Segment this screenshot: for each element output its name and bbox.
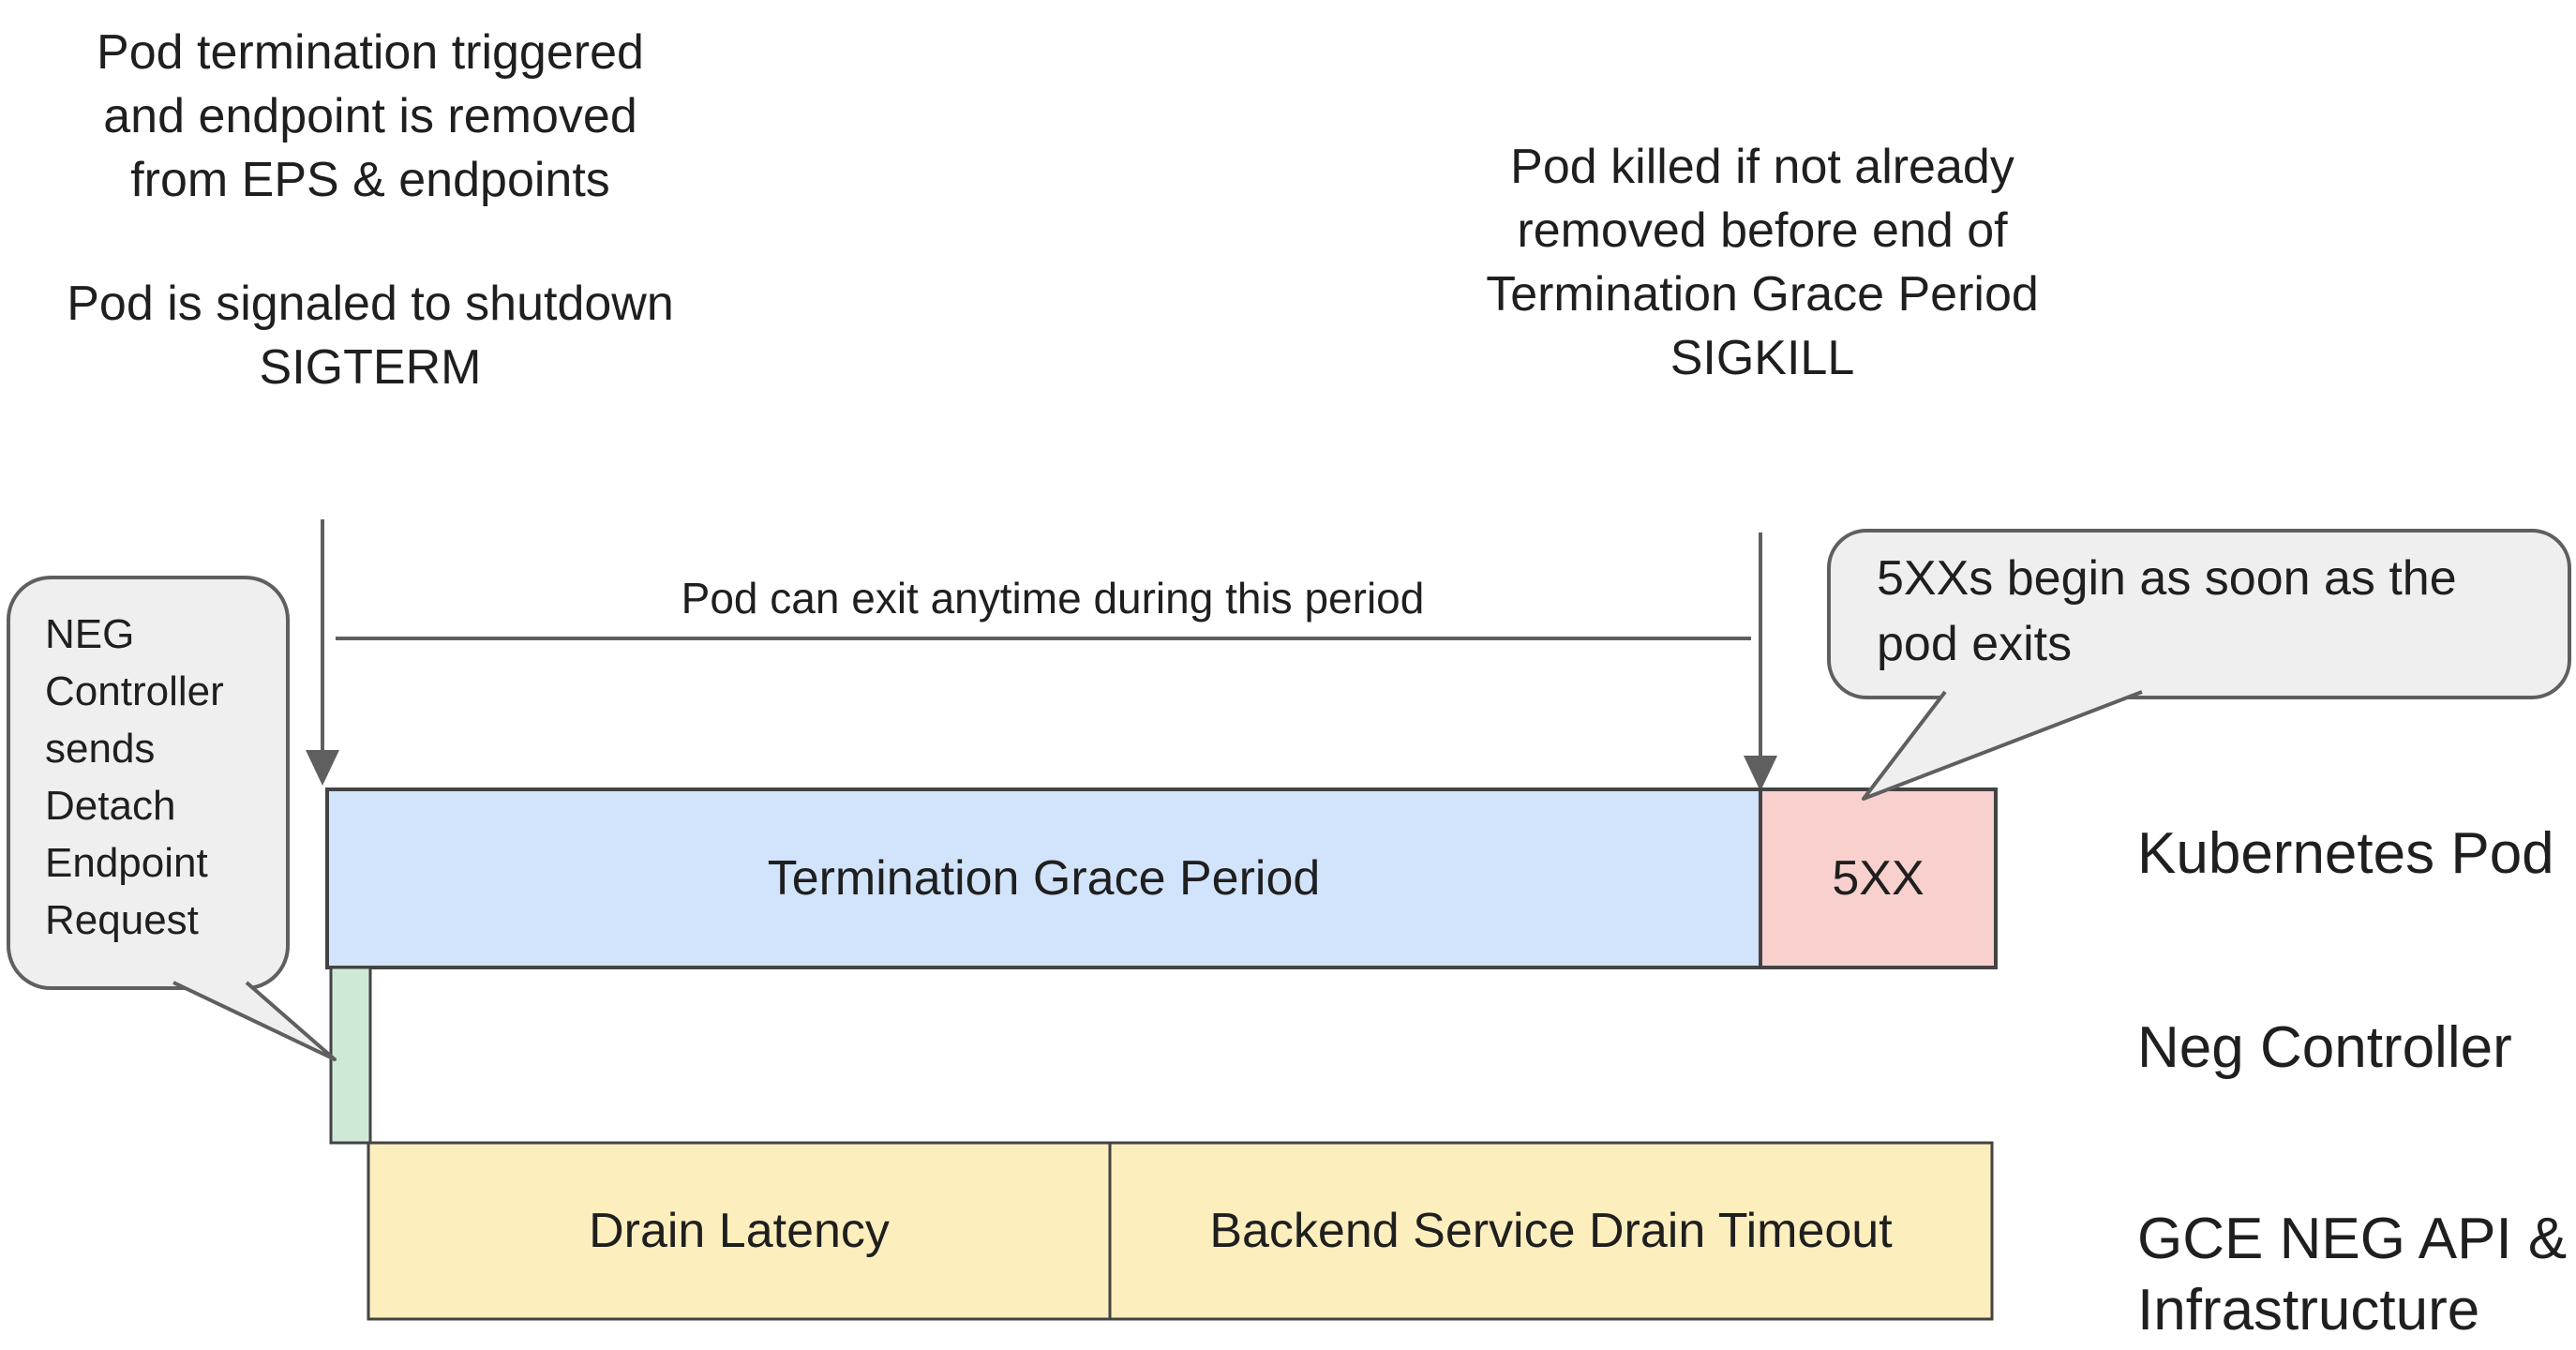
callout-line: sends [45,726,156,772]
annotation-line: SIGTERM [259,340,482,395]
row-label-kubernetes-pod: Kubernetes Pod [2137,821,2554,886]
error-5xx-bar [1759,788,1998,969]
drain-timeout-bar-label: Backend Service Drain Timeout [1209,1204,1893,1258]
annotation-line: Pod termination triggered [97,25,644,80]
neg-callout-tail [172,981,337,1061]
row-label-neg-controller: Neg Controller [2137,1015,2512,1080]
callout-line: Controller [45,668,224,714]
drain-latency-bar-label: Drain Latency [589,1204,890,1258]
callout-line: 5XXs begin as soon as the [1877,551,2457,606]
grace-period-bar-label: Termination Grace Period [767,851,1321,906]
five-xx-callout-text: 5XXs begin as soon as the pod exits [1877,546,2552,677]
annotation-line: from EPS & endpoints [130,153,610,207]
infra-drain-bar [367,1141,1994,1321]
row-label-line: Infrastructure [2137,1278,2480,1342]
annotation-line: Pod is signaled to shutdown [67,277,674,331]
callout-line: Request [45,897,199,943]
annotation-line: SIGKILL [1670,331,1855,385]
annotation-line: removed before end of [1517,203,2008,258]
neg-callout-text: NEG Controller sends Detach Endpoint Req… [45,606,279,949]
annotation-termination-trigger: Pod termination triggered and endpoint i… [56,21,684,212]
annotation-line: Pod killed if not already [1510,140,2014,194]
neg-callout-bubble [7,576,290,990]
grace-period-bar [325,788,1762,969]
callout-line: NEG [45,611,135,657]
row-label-gce-infra: GCE NEG API & Infrastructure [2137,1204,2567,1346]
five-xx-callout-tail [1862,690,2143,801]
callout-line: Endpoint [45,840,208,886]
error-5xx-bar-label: 5XX [1832,851,1925,906]
callout-line: pod exits [1877,617,2073,671]
callout-line: Detach [45,783,176,829]
exit-period-label: Pod can exit anytime during this period [681,574,1425,622]
annotation-sigterm: Pod is signaled to shutdown SIGTERM [56,272,684,399]
annotation-sigkill: Pod killed if not already removed before… [1448,135,2076,390]
neg-controller-bar [329,966,372,1145]
annotation-line: Termination Grace Period [1486,267,2039,322]
five-xx-callout-bubble [1827,529,2571,699]
row-label-line: GCE NEG API & [2137,1207,2568,1271]
sigkill-event-arrowhead-icon [1744,756,1777,791]
sigterm-event-arrowhead-icon [306,750,339,786]
annotation-line: and endpoint is removed [103,89,637,143]
